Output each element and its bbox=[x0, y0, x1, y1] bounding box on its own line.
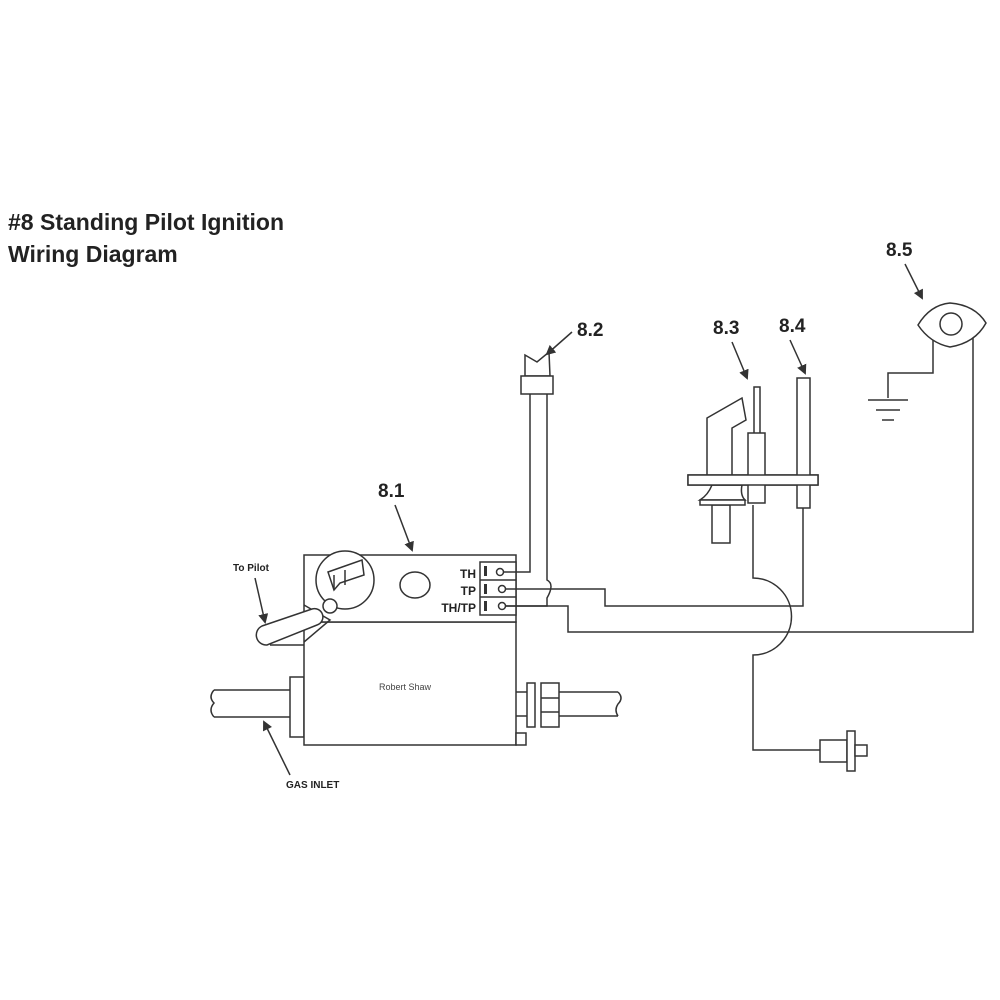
thermocouple bbox=[503, 350, 554, 607]
valve-brand: Robert Shaw bbox=[379, 682, 432, 692]
title-line-2: Wiring Diagram bbox=[8, 241, 178, 267]
flame-sensor-rod bbox=[796, 377, 811, 509]
callout-8-4: 8.4 bbox=[779, 316, 806, 337]
ground-ring-terminal bbox=[868, 302, 987, 421]
pilot-tube bbox=[255, 607, 324, 646]
callout-8-5: 8.5 bbox=[886, 240, 913, 261]
to-pilot-label: To Pilot bbox=[233, 563, 270, 574]
pilot-assembly bbox=[687, 377, 819, 544]
outlet-fitting bbox=[516, 682, 622, 728]
wire-tp bbox=[506, 508, 804, 607]
ground-icon bbox=[868, 399, 908, 421]
terminal-label-th: TH bbox=[460, 567, 476, 581]
piezo-igniter bbox=[819, 730, 868, 772]
gas-valve: TH TP TH/TP Robert Shaw bbox=[303, 550, 527, 746]
callout-8-2: 8.2 bbox=[577, 320, 603, 341]
callout-8-3: 8.3 bbox=[713, 318, 739, 339]
terminal-tp bbox=[484, 584, 507, 594]
diagram-title: #8 Standing Pilot Ignition Wiring Diagra… bbox=[8, 206, 284, 270]
terminal-label-th-tp: TH/TP bbox=[441, 601, 476, 615]
terminal-th-tp bbox=[484, 601, 507, 611]
pressure-tap bbox=[399, 571, 431, 599]
wire-pilot-electrode bbox=[752, 505, 820, 751]
title-line-1: #8 Standing Pilot Ignition bbox=[8, 209, 284, 235]
gas-inlet-label: GAS INLET bbox=[286, 780, 339, 791]
gas-inlet-pipe bbox=[210, 676, 305, 738]
wire-th-tp bbox=[506, 338, 974, 633]
callout-8-1: 8.1 bbox=[378, 481, 405, 502]
terminal-label-tp: TP bbox=[461, 584, 476, 598]
igniter-electrode bbox=[753, 386, 761, 436]
